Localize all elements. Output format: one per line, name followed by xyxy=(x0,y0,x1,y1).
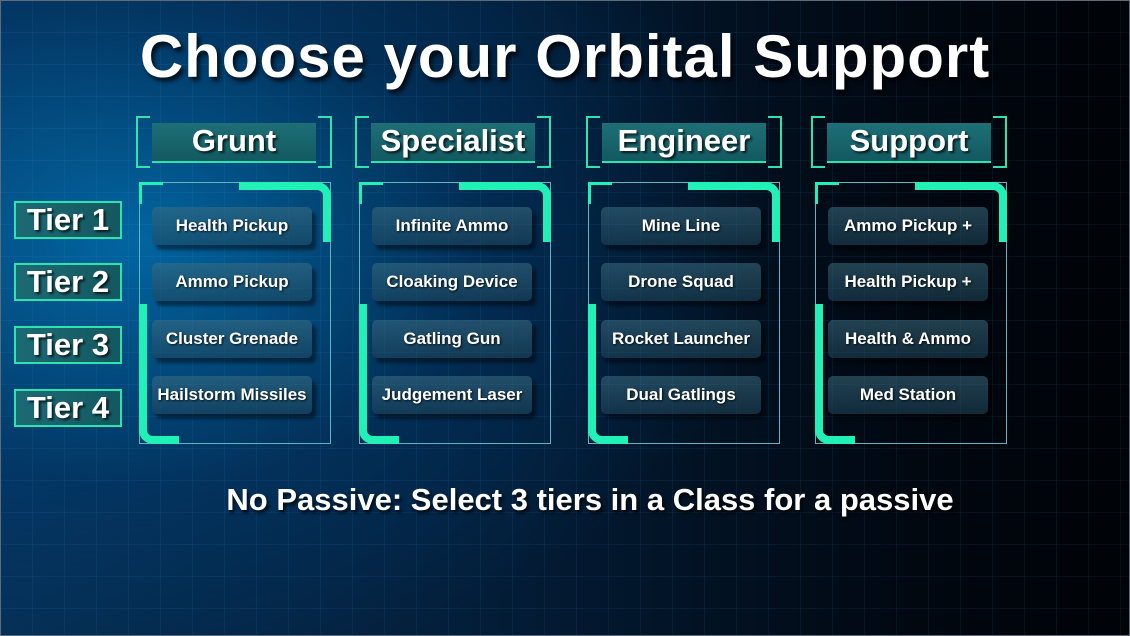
frame-accent xyxy=(459,182,551,242)
class-column-engineer: Mine Line Drone Squad Rocket Launcher Du… xyxy=(588,182,780,444)
option-specialist-tier-2[interactable]: Cloaking Device xyxy=(372,263,532,301)
option-engineer-tier-2[interactable]: Drone Squad xyxy=(601,263,761,301)
option-grunt-tier-2[interactable]: Ammo Pickup xyxy=(152,263,312,301)
class-column-support: Ammo Pickup + Health Pickup + Health & A… xyxy=(815,182,1007,444)
class-header-specialist: Specialist xyxy=(355,116,551,168)
frame-accent xyxy=(139,304,179,444)
option-specialist-tier-3[interactable]: Gatling Gun xyxy=(372,320,532,358)
option-grunt-tier-1[interactable]: Health Pickup xyxy=(152,207,312,245)
class-header-label: Specialist xyxy=(380,123,526,158)
option-support-tier-4[interactable]: Med Station xyxy=(828,376,988,414)
tier-label-2: Tier 2 xyxy=(14,263,122,301)
class-header-engineer: Engineer xyxy=(586,116,782,168)
option-grunt-tier-4[interactable]: Hailstorm Missiles xyxy=(152,376,312,414)
class-column-specialist: Infinite Ammo Cloaking Device Gatling Gu… xyxy=(359,182,551,444)
frame-accent xyxy=(815,304,855,444)
frame-accent xyxy=(915,182,1007,242)
frame-accent xyxy=(588,182,612,204)
tier-label-3: Tier 3 xyxy=(14,326,122,364)
passive-status-text: No Passive: Select 3 tiers in a Class fo… xyxy=(226,482,954,517)
class-header-label: Support xyxy=(849,123,969,158)
option-grunt-tier-3[interactable]: Cluster Grenade xyxy=(152,320,312,358)
frame-accent xyxy=(359,182,383,204)
page-title: Choose your Orbital Support xyxy=(139,23,991,90)
frame-accent xyxy=(139,182,163,204)
class-header-support: Support xyxy=(811,116,1007,168)
option-engineer-tier-3[interactable]: Rocket Launcher xyxy=(601,320,761,358)
option-support-tier-2[interactable]: Health Pickup + xyxy=(828,263,988,301)
frame-accent xyxy=(815,182,839,204)
frame-accent xyxy=(588,304,628,444)
option-specialist-tier-1[interactable]: Infinite Ammo xyxy=(372,207,532,245)
option-specialist-tier-4[interactable]: Judgement Laser xyxy=(372,376,532,414)
class-header-grunt: Grunt xyxy=(136,116,332,168)
class-header-label: Engineer xyxy=(617,123,751,158)
class-header-label: Grunt xyxy=(191,123,277,158)
frame-accent xyxy=(359,304,399,444)
option-engineer-tier-4[interactable]: Dual Gatlings xyxy=(601,376,761,414)
tier-label-4: Tier 4 xyxy=(14,389,122,427)
option-engineer-tier-1[interactable]: Mine Line xyxy=(601,207,761,245)
frame-accent xyxy=(239,182,331,242)
option-support-tier-1[interactable]: Ammo Pickup + xyxy=(828,207,988,245)
frame-accent xyxy=(688,182,780,242)
class-column-grunt: Health Pickup Ammo Pickup Cluster Grenad… xyxy=(139,182,331,444)
option-support-tier-3[interactable]: Health & Ammo xyxy=(828,320,988,358)
tier-label-1: Tier 1 xyxy=(14,201,122,239)
